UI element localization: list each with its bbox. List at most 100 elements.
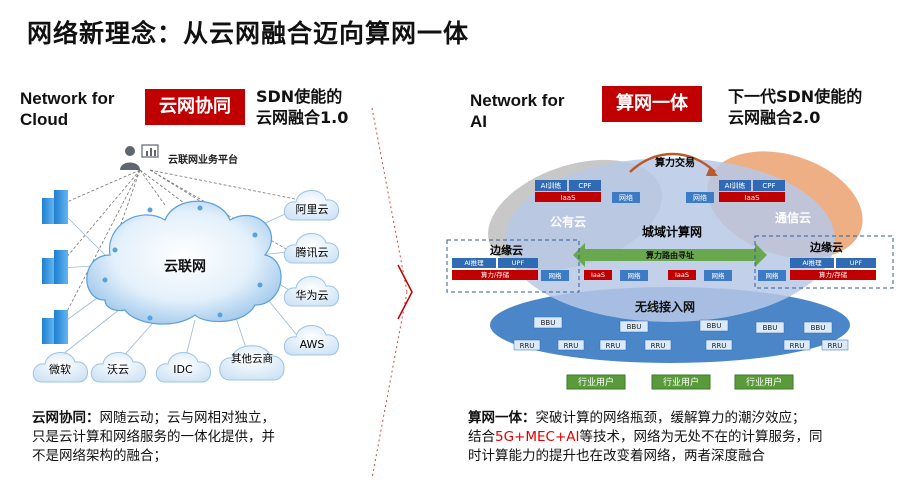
left-diagram: 云联网 云联网业务平台 阿里云 腾讯云 — [32, 144, 339, 383]
telecom-cloud-label: 通信云 — [775, 210, 811, 225]
trade-label: 算力交易 — [654, 156, 695, 169]
left-subtitle: SDN使能的 云网融合1.0 — [256, 86, 348, 128]
box-upf-right: UPF — [850, 259, 863, 267]
left-desc-line2: 只是云计算和网络服务的一体化提供，并 — [32, 429, 275, 445]
box-compute-right: 算力/存储 — [819, 270, 848, 279]
box-iaas-left: IaaS — [560, 194, 576, 202]
cloud-tencent: 腾讯云 — [283, 233, 339, 264]
svg-text:腾讯云: 腾讯云 — [296, 245, 329, 259]
platform-person-icon — [120, 144, 159, 170]
left-network-for-line1: Network for — [20, 89, 115, 108]
left-desc-bold: 云网协同： — [32, 410, 100, 426]
page-title: 网络新理念：从云网融合迈向算网一体 — [27, 19, 470, 48]
left-badge: 云网协同 — [145, 89, 245, 125]
right-desc-highlight: 5G+MEC+AI — [495, 429, 580, 445]
edge-cloud-right-box — [754, 235, 894, 289]
routing-arrow: 算力路由寻址 — [573, 243, 767, 267]
right-subtitle: 下一代SDN使能的 云网融合2.0 — [728, 86, 862, 128]
svg-text:其他云商: 其他云商 — [231, 352, 273, 365]
rru-7: RRU — [828, 342, 843, 350]
right-description: 算网一体：突破计算的网络瓶颈，缓解算力的潮汐效应； 结合5G+MEC+AI等技术… — [468, 409, 898, 466]
left-description: 云网协同：网随云动；云与网相对独立， 只是云计算和网络服务的一体化提供，并 不是… — [32, 409, 372, 466]
left-desc-line3: 不是网络架构的融合； — [32, 448, 167, 464]
cloud-huawei: 华为云 — [283, 276, 339, 307]
box-iaas-mid2: IaaS — [675, 271, 689, 279]
box-upf-left: UPF — [512, 259, 525, 267]
box-compute-left: 算力/存储 — [481, 270, 510, 279]
svg-text:华为云: 华为云 — [296, 288, 329, 302]
rru-3: RRU — [606, 342, 621, 350]
center-divider — [371, 107, 413, 479]
building-icon — [42, 190, 68, 344]
svg-text:算力路由寻址: 算力路由寻址 — [646, 250, 694, 260]
big-cloud — [86, 200, 282, 325]
chevron-right-icon — [397, 264, 413, 320]
edge-cloud-left-box — [446, 239, 580, 293]
trade-arrow — [629, 152, 716, 173]
rru-2: RRU — [564, 342, 579, 350]
box-net-edge-left: 网络 — [549, 271, 563, 280]
right-network-for-line2: AI — [470, 112, 487, 131]
left-network-for: Network for Cloud — [20, 88, 114, 130]
svg-text:IDC: IDC — [173, 363, 193, 376]
rru-5: RRU — [712, 342, 727, 350]
bbu-4: BBU — [763, 324, 778, 332]
right-badge: 算网一体 — [602, 86, 702, 122]
bbu-5: BBU — [811, 324, 826, 332]
svg-text:沃云: 沃云 — [107, 363, 129, 376]
left-network-for-line2: Cloud — [20, 110, 69, 129]
box-ai-train-right: AI训练 — [725, 181, 746, 190]
bbu-1: BBU — [541, 319, 556, 327]
right-desc-line2-pre: 结合 — [468, 429, 495, 445]
svg-text:微软: 微软 — [49, 362, 71, 376]
right-desc-bold: 算网一体： — [468, 410, 536, 426]
left-subtitle-line2: 云网融合1.0 — [256, 108, 349, 127]
wireless-label: 无线接入网 — [634, 299, 695, 314]
box-net-topl: 网络 — [619, 193, 633, 202]
cloud-woyun: 沃云 — [90, 352, 146, 383]
box-net-mid2: 网络 — [712, 271, 726, 280]
box-ai-infer-left: AI推理 — [464, 258, 484, 267]
right-desc-line1: 突破计算的网络瓶颈，缓解算力的潮汐效应； — [535, 410, 806, 426]
box-net-edge-right: 网络 — [766, 271, 780, 280]
svg-text:AWS: AWS — [300, 338, 325, 351]
small-clouds: 阿里云 腾讯云 华为云 AWS 微软 沃云 — [32, 190, 339, 383]
svg-text:阿里云: 阿里云 — [296, 203, 329, 216]
right-network-for: Network for AI — [470, 90, 564, 132]
box-cpf-right: CPF — [762, 182, 775, 190]
industry-user-3: 行业用户 — [746, 376, 782, 388]
cloud-aliyun: 阿里云 — [283, 190, 339, 221]
cloud-microsoft: 微软 — [32, 352, 88, 383]
industry-user-1: 行业用户 — [578, 376, 614, 388]
bbu-3: BBU — [707, 322, 722, 330]
edge-cloud-right-label: 边缘云 — [809, 240, 843, 254]
bbu-2: BBU — [627, 323, 642, 331]
cloud-idc: IDC — [155, 352, 211, 383]
box-ai-train-left: AI训练 — [541, 181, 562, 190]
left-subtitle-line1: SDN使能的 — [256, 87, 343, 106]
right-subtitle-line1: 下一代SDN使能的 — [728, 87, 863, 106]
box-net-mid1: 网络 — [628, 271, 642, 280]
left-desc-line1: 网随云动；云与网相对独立， — [99, 410, 276, 426]
industry-user-2: 行业用户 — [663, 376, 699, 388]
box-iaas-mid1: IaaS — [591, 271, 605, 279]
right-diagram: 算力交易 AI训练 CPF IaaS 网络 网络 AI训练 CPF IaaS 公… — [446, 151, 894, 390]
right-network-for-line1: Network for — [470, 91, 565, 110]
box-iaas-right: IaaS — [744, 194, 760, 202]
box-net-topr: 网络 — [693, 193, 707, 202]
rru-6: RRU — [790, 342, 805, 350]
box-cpf-left: CPF — [578, 182, 591, 190]
box-ai-infer-right: AI推理 — [802, 258, 822, 267]
right-subtitle-line2: 云网融合2.0 — [728, 108, 821, 127]
public-cloud-label: 公有云 — [550, 214, 586, 229]
right-desc-line2-post: 等技术，网络为无处不在的计算服务，同 — [579, 429, 823, 445]
rru-1: RRU — [520, 342, 535, 350]
cloud-label: 云联网 — [164, 259, 206, 275]
platform-label: 云联网业务平台 — [168, 153, 238, 166]
rru-4: RRU — [651, 342, 666, 350]
metro-label: 城域计算网 — [642, 224, 702, 239]
cloud-aws: AWS — [283, 325, 339, 356]
right-desc-line3: 时计算能力的提升也在改变着网络，两者深度融合 — [468, 448, 765, 464]
cloud-others: 其他云商 — [219, 345, 285, 381]
